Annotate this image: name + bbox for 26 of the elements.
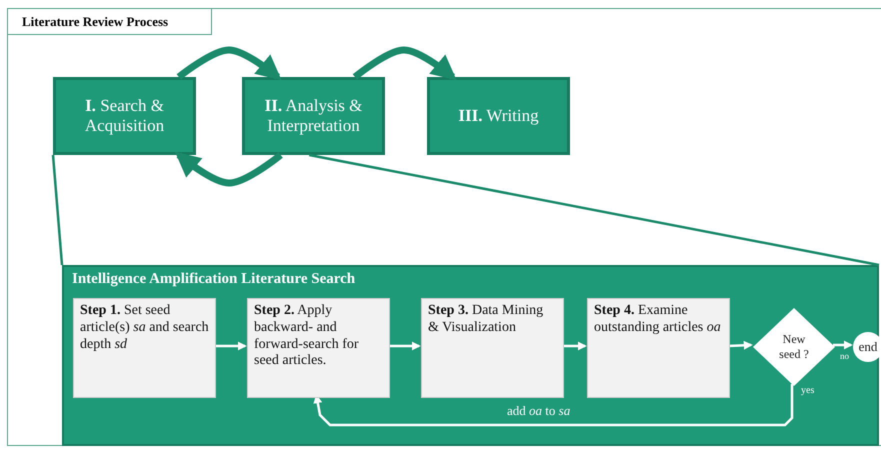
branch-label: yes [799,385,816,396]
arrow [174,152,283,186]
arrow [176,46,282,80]
arrow [833,340,853,350]
step-box: Step 3. Data Mining & Visualization [421,298,564,398]
step-box: Step 2. Apply backward- and forward-search for seed articles. [247,298,390,398]
process-box: III. Writing [427,77,570,155]
step-box: Step 4. Examine outstanding articles oa [587,298,730,398]
process-box: II. Analysis & Interpretation [242,77,385,155]
step-box: Step 1. Set seed article(s) sa and search depth sd [73,298,216,398]
arrow [214,342,247,350]
edge-label: no [838,352,851,362]
end-circle: end [853,332,881,362]
diagram-title: Literature Review Process [7,8,212,35]
process-box: I. Search & Acquisition [53,77,196,155]
subprocess-panel [62,265,879,446]
decision-text: New seed ? [778,332,810,362]
arrow [352,46,457,80]
arrow [562,342,587,350]
connector-line [52,154,64,266]
arrow [728,340,753,350]
arrow [388,342,421,350]
panel-heading: Intelligence Amplification Literature Search [72,271,356,288]
arrow [313,384,794,426]
connector-line [308,154,880,266]
edge-label: add oa to sa [505,404,572,418]
